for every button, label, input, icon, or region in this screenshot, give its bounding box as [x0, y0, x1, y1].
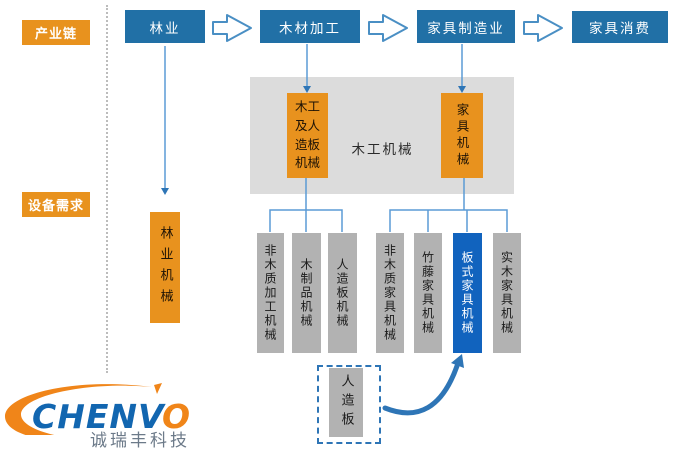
logo-swoosh	[4, 384, 152, 435]
section-divider-dotted-line	[106, 5, 108, 373]
logo-brand-text: CHENV	[32, 397, 166, 435]
logo-company-name: 诚瑞丰科技	[90, 431, 190, 450]
chain-node-furniture-manufacturing: 家具制造业	[417, 10, 515, 43]
logo-apostrophe-icon	[154, 383, 162, 394]
forestry-machinery-box: 林业机械	[150, 212, 180, 323]
flow-arrow-icon	[523, 14, 563, 42]
non-wood-processing-machinery-box: 非木质加工机械	[257, 233, 284, 353]
logo-mark: CHENV O	[4, 383, 190, 435]
flow-arrow-icon	[368, 14, 408, 42]
plywood-machinery-box: 人造板机械	[328, 233, 357, 353]
furniture-machinery-box: 家具机械	[441, 93, 483, 178]
wood-products-machinery-box: 木制品机械	[292, 233, 321, 353]
plywood-callout-box: 人造板	[329, 368, 363, 437]
equipment-demand-label: 设备需求	[22, 192, 90, 217]
solid-wood-furniture-machinery-box: 实木家具机械	[493, 233, 521, 353]
logo-brand-o: O	[162, 397, 190, 435]
flow-arrow-icon	[212, 14, 252, 42]
non-wood-furniture-machinery-box: 非木质家具机械	[376, 233, 404, 353]
chain-node-forestry: 林业	[125, 10, 205, 43]
woodworking-plywood-machinery-box: 木工 及人 造板 机械	[287, 93, 328, 178]
chenvo-logo: CHENV O 诚瑞丰科技	[2, 383, 230, 450]
chain-node-furniture-consumption: 家具消费	[572, 11, 668, 43]
chain-node-wood-processing: 木材加工	[260, 10, 360, 43]
machinery-panel-title: 木工机械	[351, 142, 414, 158]
curved-arrow-icon	[382, 354, 464, 416]
panel-board-furniture-machinery-box-highlighted: 板式家具机械	[453, 233, 482, 353]
bamboo-rattan-furniture-machinery-box: 竹藤家具机械	[414, 233, 442, 353]
industry-chain-label: 产业链	[22, 20, 90, 45]
plywood-callout-dashed-box	[317, 365, 381, 444]
